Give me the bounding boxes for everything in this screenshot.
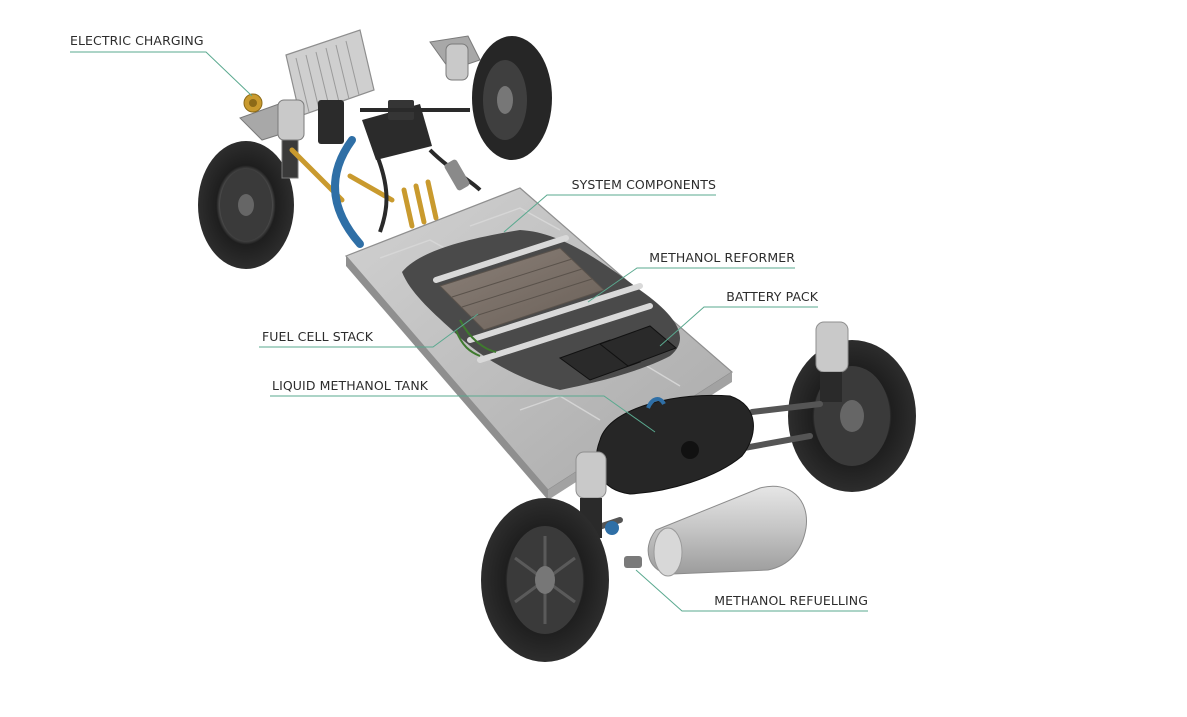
leader-battery-pack [659, 306, 818, 347]
wheel-rear-right [788, 340, 916, 492]
leader-lines [70, 51, 868, 612]
label-liquid-methanol-tank: LIQUID METHANOL TANK [272, 378, 429, 393]
wheel-front-left [198, 141, 294, 269]
label-battery-pack: BATTERY PACK [726, 289, 818, 304]
leader-fuel-cell-stack [259, 313, 479, 348]
charging-socket [243, 93, 263, 113]
leader-system-components [503, 194, 716, 233]
label-electric-charging: ELECTRIC CHARGING [70, 33, 204, 48]
wheel-rear-left [481, 498, 609, 662]
wheel-front-right [472, 36, 552, 160]
battery-cells [439, 247, 605, 331]
rear-right-damper [815, 321, 849, 402]
power-electronics [318, 100, 432, 160]
battery-modules [558, 325, 677, 381]
label-methanol-reformer: METHANOL REFORMER [649, 250, 795, 265]
coolant-hose [331, 136, 364, 248]
refuelling-nozzle [605, 521, 642, 568]
methanol-tank [595, 394, 754, 495]
silver-cylinder [647, 485, 807, 577]
leader-methanol-reformer [587, 267, 795, 303]
label-system-components: SYSTEM COMPONENTS [572, 177, 716, 192]
copper-busbars [289, 147, 439, 229]
radiator [285, 29, 375, 117]
leader-methanol-refuelling [635, 569, 868, 612]
label-fuel-cell-stack: FUEL CELL STACK [262, 329, 374, 344]
front-suspension [239, 35, 481, 179]
callout-labels: ELECTRIC CHARGING SYSTEM COMPONENTS METH… [70, 33, 868, 608]
leader-liquid-methanol-tank [270, 395, 656, 433]
silver-rails [433, 235, 653, 363]
chassis-illustration [198, 29, 916, 662]
label-methanol-refuelling: METHANOL REFUELLING [714, 593, 868, 608]
leader-electric-charging [70, 51, 253, 97]
